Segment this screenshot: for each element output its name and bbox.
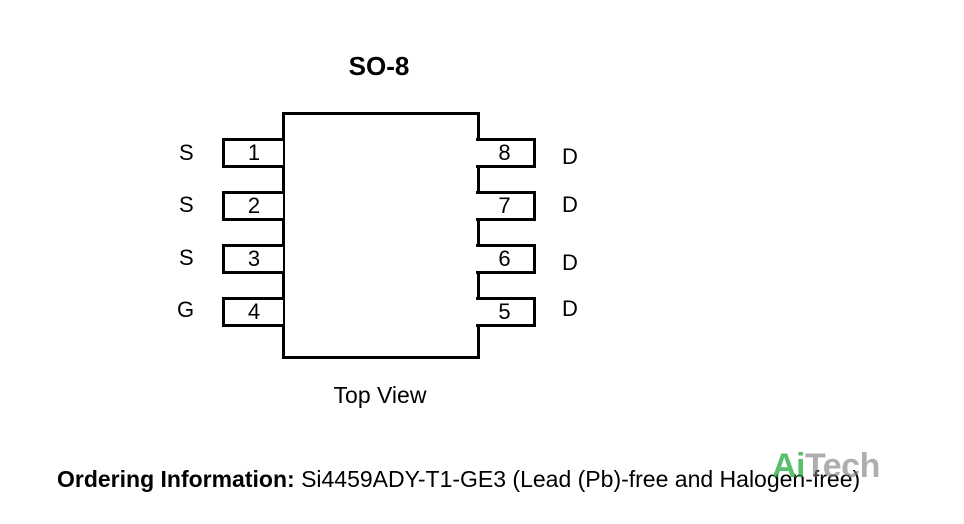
watermark-part-2: Tech [805, 447, 880, 485]
pin-number: 3 [247, 246, 261, 271]
pin-number: 7 [498, 193, 511, 218]
pin-8: 8 [476, 138, 536, 168]
pin-1: 1 [222, 138, 283, 168]
pin-3: 3 [222, 244, 283, 274]
pin-number: 1 [247, 140, 261, 165]
package-title: SO-8 [348, 51, 410, 81]
ordering-information: Ordering Information: Si4459ADY-T1-GE3 (… [57, 464, 860, 494]
pin-2-signal: S [179, 192, 194, 217]
pin-2: 2 [222, 191, 283, 221]
pin-3-signal: S [179, 245, 194, 270]
pin-4: 4 [222, 297, 283, 327]
pin-6: 6 [476, 244, 536, 274]
pin-5-signal: D [562, 296, 578, 321]
pin-6-signal: D [562, 250, 578, 275]
view-label: Top View [333, 382, 427, 408]
watermark-part-1: Ai [772, 447, 806, 485]
ordering-value: Si4459ADY-T1-GE3 (Lead (Pb)-free and Hal… [301, 466, 861, 492]
chip-body [282, 112, 480, 359]
pin-number: 8 [498, 140, 511, 165]
watermark-logo: AiTech [772, 446, 880, 486]
pin-number: 2 [247, 193, 261, 218]
pin-number: 4 [247, 299, 261, 324]
pin-4-signal: G [177, 297, 195, 322]
pin-8-signal: D [562, 144, 578, 169]
ordering-label: Ordering Information: [57, 466, 295, 492]
pin-number: 5 [498, 299, 511, 324]
pin-1-signal: S [179, 140, 194, 165]
pin-7: 7 [476, 191, 536, 221]
pin-number: 6 [498, 246, 511, 271]
pin-5: 5 [476, 297, 536, 327]
pin-7-signal: D [562, 192, 578, 217]
